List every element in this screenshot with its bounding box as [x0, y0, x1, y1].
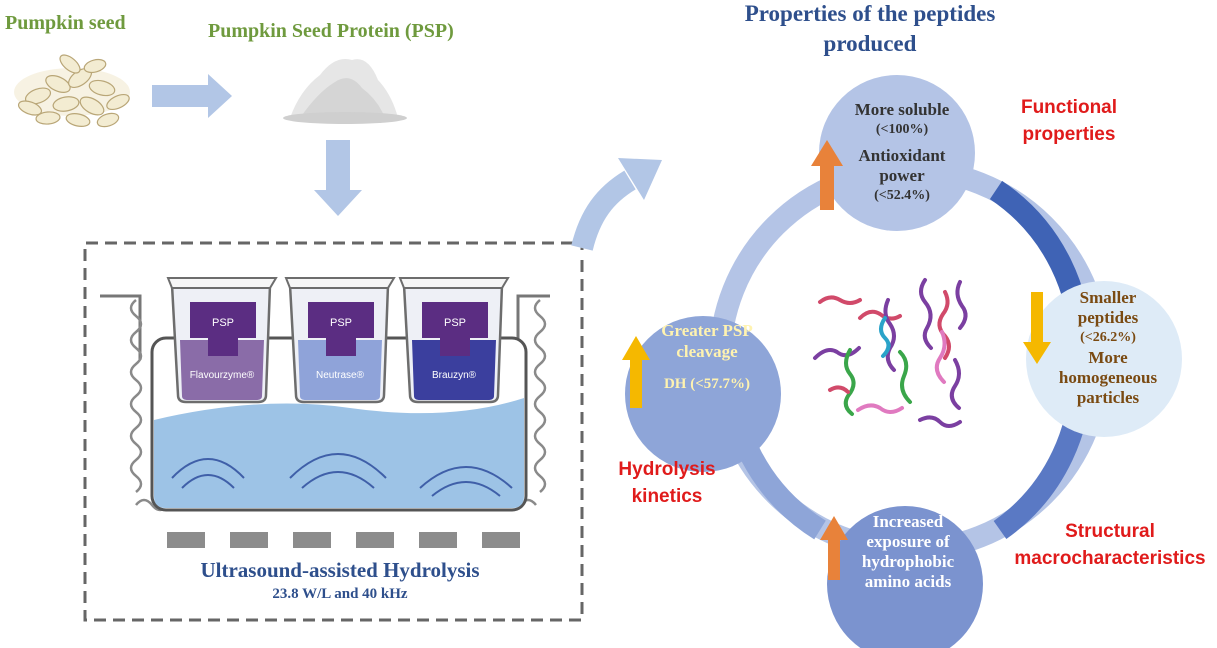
solubility-value: (<100%) — [875, 122, 929, 137]
hydrolysis-circle — [625, 316, 781, 472]
cleavage-label: cleavage — [676, 342, 738, 361]
bottom-circle-text: Increased exposure of hydrophobic amino … — [838, 512, 978, 592]
left-diagram: PSP Flavourzyme® PSP Neutrase® PSP Brauz… — [14, 54, 662, 622]
arrow-right-icon — [152, 74, 232, 118]
structural-circle-right — [1026, 281, 1182, 437]
structural-word: Structural — [1065, 521, 1155, 542]
antioxidant-label: Antioxidant — [858, 146, 946, 165]
amino-acids-label: amino acids — [864, 572, 952, 591]
smaller-label: Smaller — [1079, 288, 1137, 307]
curved-arrow-icon — [571, 170, 636, 251]
structural-macro-label: Structural macrocharacteristics — [1005, 518, 1215, 572]
exposure-label: exposure of — [866, 532, 950, 551]
beaker-1-tag: PSP — [212, 317, 234, 329]
hydrophobic-label: hydrophobic — [861, 552, 955, 571]
beaker-2-enzyme: Neutrase® — [316, 370, 365, 381]
left-circle-text: Greater PSP cleavage DH (<57.7%) — [640, 320, 774, 395]
kinetics-word: kinetics — [631, 486, 703, 507]
increased-label: Increased — [872, 512, 944, 531]
right-circle-text: Smaller peptides (<26.2%) More homogeneo… — [1038, 288, 1178, 408]
peptide-size-value: (<26.2%) — [1080, 330, 1136, 345]
dh-value: DH (<57.7%) — [663, 376, 751, 392]
arrow-up-icon — [811, 140, 843, 210]
hydrolysis-kinetics-label: Hydrolysis kinetics — [602, 456, 732, 510]
macrocharacteristics-word: macrocharacteristics — [1014, 548, 1206, 569]
pumpkin-seed-protein-label: Pumpkin Seed Protein (PSP) — [208, 20, 454, 42]
structural-circle-bottom — [827, 506, 983, 648]
arrow-up-yellow-icon — [622, 336, 650, 408]
beaker-2 — [284, 277, 396, 404]
arrow-up-bottom-icon — [820, 516, 848, 580]
more-soluble-label: More soluble — [854, 100, 950, 119]
arrow-down-icon — [314, 140, 362, 216]
power-label: power — [879, 166, 925, 185]
functional-properties-label: Functional properties — [1004, 94, 1134, 148]
hydrolysis-word: Hydrolysis — [618, 459, 716, 480]
properties-cycle — [622, 75, 1182, 648]
more-label: More — [1088, 348, 1128, 367]
properties-word: properties — [1022, 124, 1116, 145]
properties-title: Properties of the peptides produced — [744, 1, 996, 56]
beaker-1-enzyme: Flavourzyme® — [190, 370, 255, 381]
top-circle-text: More soluble (<100%) Antioxidant power (… — [832, 100, 972, 206]
peptides-image — [813, 278, 968, 428]
beaker-3 — [398, 277, 510, 404]
beaker-1 — [166, 277, 278, 404]
greater-psp-label: Greater PSP — [661, 321, 753, 340]
beaker-3-tag: PSP — [444, 317, 466, 329]
pumpkin-seed-label: Pumpkin seed — [5, 12, 126, 34]
functional-circle — [819, 75, 975, 231]
peptides-label: peptides — [1077, 308, 1139, 327]
pumpkin-seeds-image — [14, 54, 130, 128]
beaker-2-tag: PSP — [330, 317, 352, 329]
homogeneous-label: homogeneous — [1058, 368, 1158, 387]
functional-word: Functional — [1020, 97, 1118, 118]
hydrolysis-title: Ultrasound-assisted Hydrolysis — [200, 558, 480, 582]
particles-label: particles — [1076, 388, 1140, 407]
antioxidant-value: (<52.4%) — [874, 188, 930, 203]
hydrolysis-conditions: 23.8 W/L and 40 kHz — [272, 586, 408, 602]
arrow-down-icon — [1023, 292, 1051, 364]
protein-powder-image — [283, 59, 407, 124]
beaker-3-enzyme: Brauzyn® — [432, 370, 477, 381]
